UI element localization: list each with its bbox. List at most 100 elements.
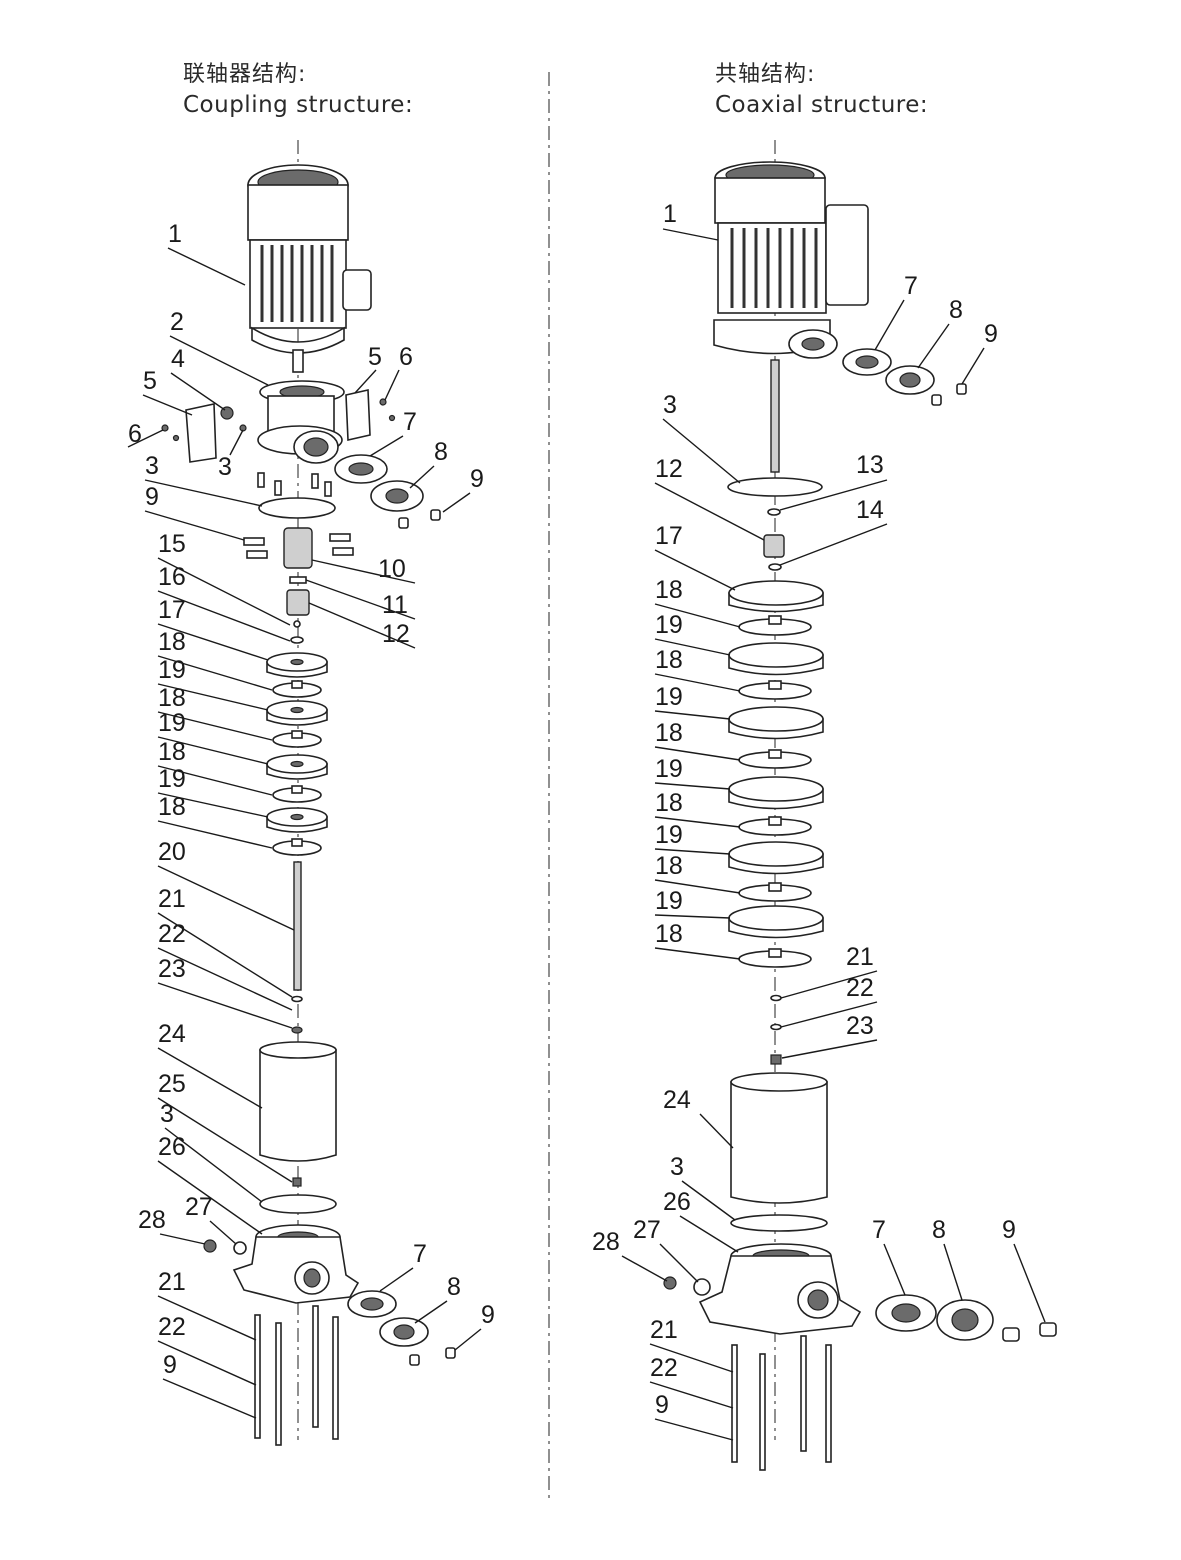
- left-impeller-stack: [266, 652, 328, 856]
- right-callout-24: 24: [663, 1086, 691, 1114]
- left-callout-3c: 3: [160, 1100, 174, 1128]
- left-callout-21b: 21: [158, 1268, 186, 1296]
- right-callout-18e: 18: [655, 852, 683, 880]
- left-title-english: Coupling structure:: [183, 92, 414, 118]
- right-callout-3b: 3: [670, 1153, 684, 1181]
- right-title-chinese: 共轴结构:: [715, 62, 816, 87]
- right-motor-shaft: [770, 359, 780, 473]
- right-callout-19c: 19: [655, 755, 683, 783]
- left-coupling-bolts: [243, 533, 354, 559]
- right-impeller-stack: [728, 580, 824, 968]
- left-callout-18b: 18: [158, 684, 186, 712]
- left-title-chinese: 联轴器结构:: [183, 62, 307, 87]
- left-callout-16: 16: [158, 563, 186, 591]
- right-callout-8: 8: [949, 296, 963, 324]
- right-callout-8b: 8: [932, 1216, 946, 1244]
- left-oring-top: [258, 497, 336, 519]
- right-callouts: 1 7 8 9 3 12 13 14 17 18 19 18 19 18 19 …: [592, 200, 1046, 1441]
- left-tie-rods: [254, 1305, 339, 1446]
- right-callout-19d: 19: [655, 821, 683, 849]
- left-coupling: [283, 527, 313, 569]
- left-callout-18a: 18: [158, 628, 186, 656]
- left-callout-9d: 9: [163, 1351, 177, 1379]
- right-panel-title: 共轴结构: Coaxial structure:: [715, 60, 928, 120]
- left-callout-25: 25: [158, 1070, 186, 1098]
- right-callout-22b: 22: [650, 1354, 678, 1382]
- left-callout-9b: 9: [145, 483, 159, 511]
- right-outer-sleeve: [730, 1072, 828, 1204]
- right-callout-17: 17: [655, 522, 683, 550]
- right-callout-28: 28: [592, 1228, 620, 1256]
- left-callout-15: 15: [158, 530, 186, 558]
- left-callout-18d: 18: [158, 793, 186, 821]
- left-mechanical-seal: [286, 589, 310, 616]
- right-callout-27: 27: [633, 1216, 661, 1244]
- left-key: [289, 576, 307, 584]
- left-callout-6a: 6: [399, 343, 413, 371]
- left-callout-8a: 8: [434, 438, 448, 466]
- left-callout-21: 21: [158, 885, 186, 913]
- right-tie-rods: [731, 1335, 832, 1471]
- left-callout-3b: 3: [145, 452, 159, 480]
- left-parts: [161, 164, 456, 1446]
- right-callout-22: 22: [846, 974, 874, 1002]
- right-callout-26: 26: [663, 1188, 691, 1216]
- right-callout-12: 12: [655, 455, 683, 483]
- left-callout-24: 24: [158, 1020, 186, 1048]
- right-title-english: Coaxial structure:: [715, 92, 929, 118]
- left-callout-7b: 7: [413, 1240, 427, 1268]
- left-callout-17: 17: [158, 596, 186, 624]
- right-callout-21b: 21: [650, 1316, 678, 1344]
- right-motor: [713, 161, 869, 473]
- right-callout-1: 1: [663, 200, 677, 228]
- left-guard-left: [185, 403, 217, 463]
- left-bracket-bolts: [257, 472, 332, 497]
- left-callout-23: 23: [158, 955, 186, 983]
- left-drain-plug: [203, 1239, 217, 1253]
- left-callout-27: 27: [185, 1193, 213, 1221]
- right-parts: [663, 161, 1057, 1471]
- right-callout-9b: 9: [1002, 1216, 1016, 1244]
- right-callout-14: 14: [856, 496, 884, 524]
- left-callout-1: 1: [168, 220, 182, 248]
- left-callout-19c: 19: [158, 765, 186, 793]
- left-motor-bracket: [257, 380, 345, 464]
- right-callout-18d: 18: [655, 789, 683, 817]
- left-callout-7a: 7: [403, 408, 417, 436]
- right-callout-18c: 18: [655, 719, 683, 747]
- left-callout-6b: 6: [128, 420, 142, 448]
- left-callout-28: 28: [138, 1206, 166, 1234]
- left-callout-19a: 19: [158, 656, 186, 684]
- left-callout-22: 22: [158, 920, 186, 948]
- right-callout-21: 21: [846, 943, 874, 971]
- right-callout-19e: 19: [655, 887, 683, 915]
- left-outer-sleeve: [259, 1041, 337, 1162]
- right-callout-19b: 19: [655, 683, 683, 711]
- left-callout-8b: 8: [447, 1273, 461, 1301]
- left-callout-4: 4: [171, 345, 185, 373]
- left-guard-right: [345, 389, 371, 441]
- right-callout-23: 23: [846, 1012, 874, 1040]
- left-callout-19b: 19: [158, 709, 186, 737]
- right-callout-3: 3: [663, 391, 677, 419]
- right-callout-9: 9: [984, 320, 998, 348]
- left-callout-9c: 9: [481, 1301, 495, 1329]
- left-callout-9a: 9: [470, 465, 484, 493]
- left-callout-10: 10: [378, 555, 406, 583]
- left-panel-title: 联轴器结构: Coupling structure:: [183, 60, 413, 120]
- left-callouts: 1 2 4 5 6 5 6 3 7 3 8 9 9 15 10 16 11 12: [127, 220, 495, 1419]
- right-callout-13: 13: [856, 451, 884, 479]
- left-callout-18c: 18: [158, 738, 186, 766]
- left-callout-5a: 5: [143, 367, 157, 395]
- left-callout-3a: 3: [218, 453, 232, 481]
- right-callout-19a: 19: [655, 611, 683, 639]
- right-callout-7b: 7: [872, 1216, 886, 1244]
- right-callout-18f: 18: [655, 920, 683, 948]
- left-callout-2: 2: [170, 308, 184, 336]
- right-callout-9c: 9: [655, 1391, 669, 1419]
- left-callout-26: 26: [158, 1133, 186, 1161]
- right-callout-18a: 18: [655, 576, 683, 604]
- left-callout-20: 20: [158, 838, 186, 866]
- left-pump-shaft: [293, 861, 302, 991]
